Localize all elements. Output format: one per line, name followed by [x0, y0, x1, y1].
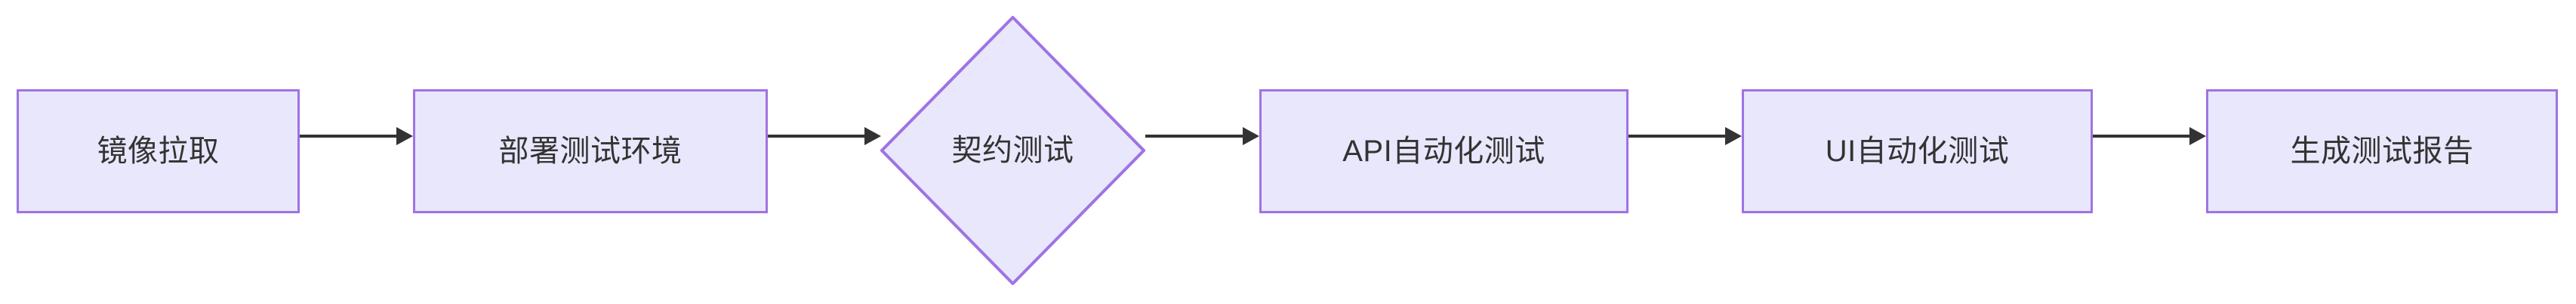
flow-node-ui-automation-test[interactable]: UI自动化测试	[1742, 89, 2093, 213]
flow-node-contract-test[interactable]: 契约测试	[880, 16, 1145, 285]
flow-node-image-pull[interactable]: 镜像拉取	[17, 89, 300, 213]
flow-node-label: API自动化测试	[1342, 135, 1545, 168]
diamond-shape-icon	[880, 16, 1145, 285]
flow-node-label: 契约测试	[951, 134, 1074, 167]
flow-edge-ui-test-to-test-report	[2093, 121, 2206, 151]
flow-node-label: 镜像拉取	[97, 135, 220, 168]
flow-edge-api-test-to-ui-test	[1628, 121, 1742, 151]
flow-node-label: 生成测试报告	[2290, 135, 2474, 168]
flow-node-generate-test-report[interactable]: 生成测试报告	[2206, 89, 2558, 213]
flow-edge-contract-test-to-api-test	[1145, 121, 1259, 151]
flow-edge-image-pull-to-deploy-env	[300, 121, 413, 151]
flow-node-label: UI自动化测试	[1825, 135, 2010, 168]
flow-node-label: 部署测试环境	[498, 135, 683, 168]
flow-node-deploy-test-env[interactable]: 部署测试环境	[413, 89, 768, 213]
flow-node-api-automation-test[interactable]: API自动化测试	[1259, 89, 1628, 213]
flow-edge-deploy-env-to-contract-test	[768, 121, 881, 151]
